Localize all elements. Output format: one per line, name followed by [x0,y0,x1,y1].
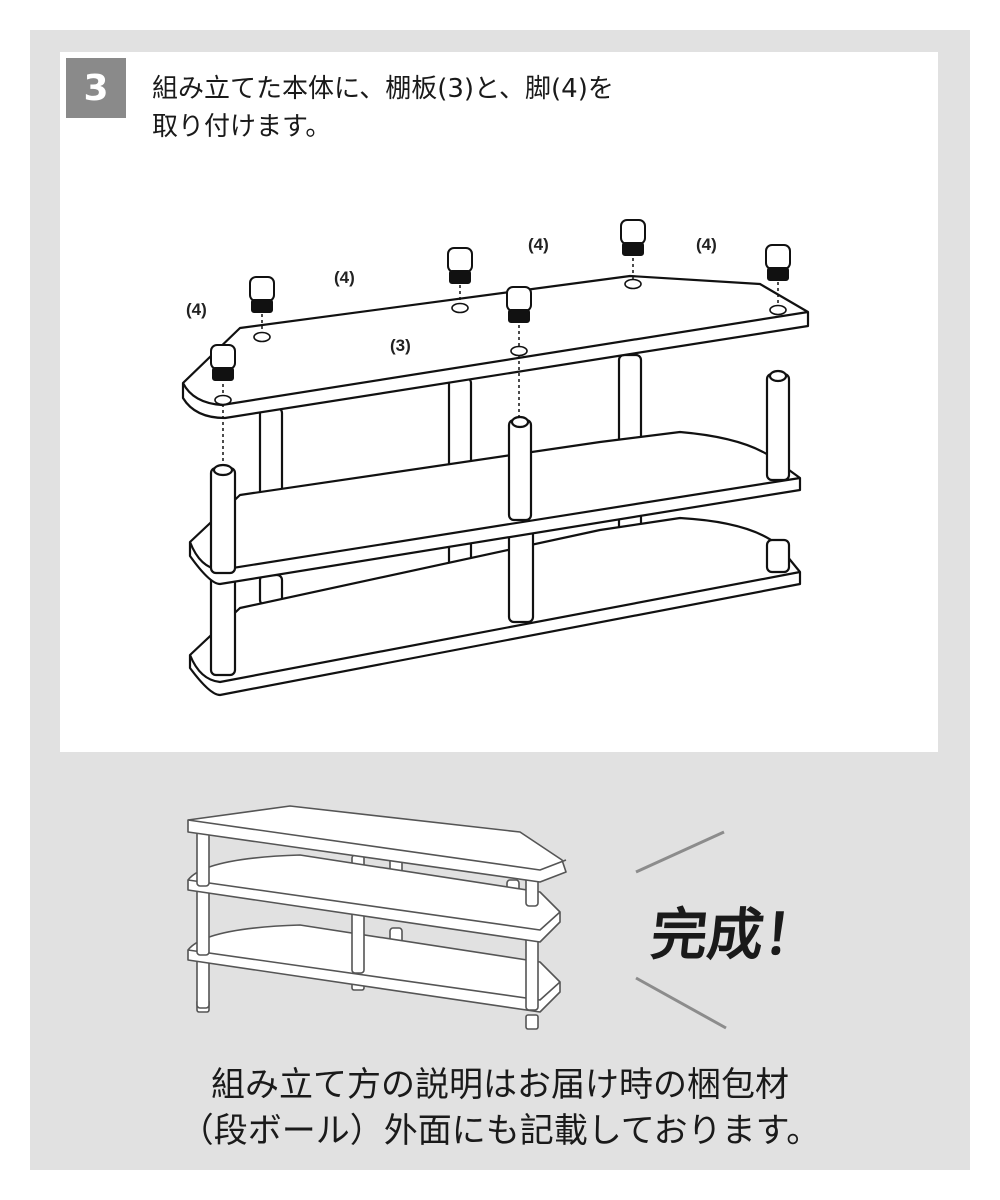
step-number-badge: 3 [66,58,126,118]
bottom-shelf-edge [188,570,801,684]
leg-part [765,244,791,281]
rod-pin [510,415,530,429]
step-number: 3 [83,67,109,109]
part-label-leg: (4) [186,300,207,319]
shelf-hole [769,304,787,316]
instruction-line-1: 組み立てた本体に、棚板(3)と、脚(4)を [152,74,614,104]
rod [209,466,237,575]
part-label-leg: (4) [528,235,549,254]
rod [447,376,473,475]
leg-part [210,344,236,381]
rod [765,538,791,574]
rod [209,573,237,677]
shelf-hole [624,278,642,290]
rod [507,528,535,624]
leg-part [506,286,532,323]
completed-stand-illustration [187,805,567,1030]
part-label-shelf: (3) [390,336,411,355]
accent-line-bottom [635,976,727,1030]
rod-pin [768,369,788,383]
rod [617,353,643,452]
instruction-line-2: 取り付けます。 [152,112,332,142]
rod [507,418,533,522]
completion-label: 完成！ [648,903,823,968]
rod [765,372,791,482]
shelf-hole [510,345,528,357]
footer-note: 組み立て方の説明はお届け時の梱包材 （段ボール）外面にも記載しております。 [30,1062,970,1154]
accent-line-top [635,830,725,874]
footer-line-2: （段ボール）外面にも記載しております。 [179,1111,821,1151]
part-label-leg: (4) [334,268,355,287]
shelf-hole [214,394,232,406]
leg-part [620,219,646,256]
footer-line-1: 組み立て方の説明はお届け時の梱包材 [211,1065,789,1105]
leg-part [249,276,275,313]
step-instruction: 組み立てた本体に、棚板(3)と、脚(4)を 取り付けます。 [152,70,872,146]
rod [258,406,284,502]
part-label-leg: (4) [696,235,717,254]
top-shelf [181,274,810,420]
shelf-hole [451,302,469,314]
shelf-hole [253,331,271,343]
rod-pin [212,463,234,477]
leg-part [447,247,473,284]
